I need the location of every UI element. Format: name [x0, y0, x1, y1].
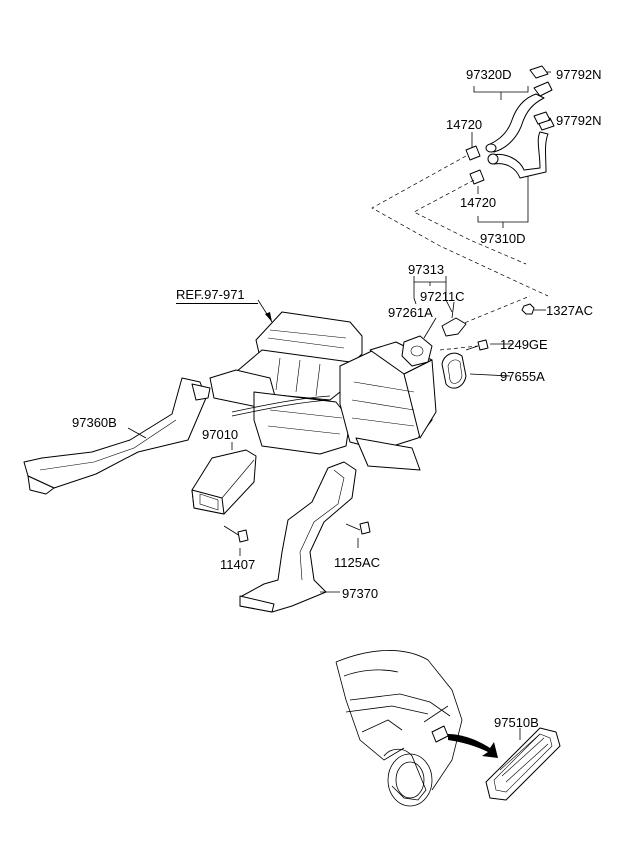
bolt-1249GE [465, 339, 489, 351]
gasket-97261A [401, 335, 433, 367]
label-1327AC: 1327AC [546, 303, 593, 318]
screw-1125AC [345, 521, 371, 535]
label-11407: 11407 [220, 557, 256, 572]
duct-97370 [239, 461, 357, 613]
label-97792N-mid: 97792N [556, 113, 602, 128]
vent-97510B [485, 727, 561, 801]
label-97360B: 97360B [72, 415, 117, 430]
clip-97792N-top [529, 65, 549, 79]
label-97370: 97370 [342, 586, 379, 601]
ref-underline [176, 303, 258, 304]
label-1249GE: 1249GE [500, 337, 548, 352]
label-97261A: 97261A [388, 305, 433, 320]
hose-97320D [485, 81, 553, 153]
label-97313: 97313 [408, 262, 445, 277]
clamp-14720-top [465, 145, 481, 161]
label-14720-top: 14720 [446, 117, 483, 132]
label-97211C: 97211C [420, 289, 465, 304]
nut-1327AC [521, 303, 535, 315]
label-1125AC: 1125AC [334, 555, 381, 570]
label-97310D: 97310D [480, 231, 526, 246]
label-97510B: 97510B [494, 715, 539, 730]
hvac-unit [209, 311, 437, 471]
label-97792N-top: 97792N [556, 67, 602, 82]
label-97010: 97010 [202, 427, 239, 442]
screw-11407 [223, 525, 249, 543]
label-ref-97-971: REF.97-971 [176, 287, 245, 302]
seal-97655A [441, 352, 467, 389]
car-rear-illustration [335, 650, 463, 807]
duct-97010 [191, 449, 257, 515]
label-97320D: 97320D [466, 67, 512, 82]
clamp-14720-low [469, 169, 485, 185]
duct-97360B [23, 377, 211, 495]
plate-97211C [441, 317, 467, 337]
label-14720-low: 14720 [460, 195, 497, 210]
label-97655A: 97655A [500, 369, 545, 384]
